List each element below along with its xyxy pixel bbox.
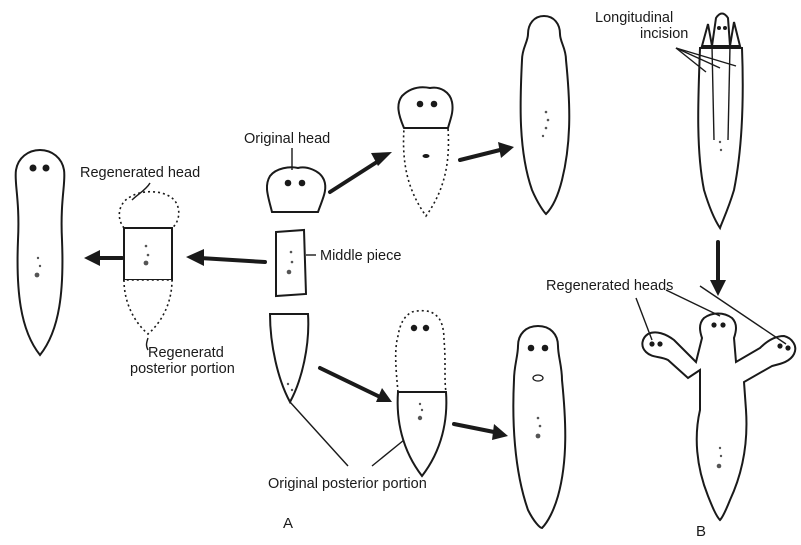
arrow-incision-to-regenerated xyxy=(710,242,726,296)
label-longitudinal-incision-1: Longitudinal xyxy=(595,10,673,26)
arrow-middle-piece-left xyxy=(186,249,265,266)
label-regenerated-posterior-2: posterior portion xyxy=(130,361,235,377)
label-middle-piece: Middle piece xyxy=(320,248,401,264)
original-posterior-piece xyxy=(270,314,308,402)
original-head-piece xyxy=(267,167,325,212)
middle-piece xyxy=(276,230,306,296)
whole-worm-bottom xyxy=(513,326,565,528)
label-longitudinal-incision-2: incision xyxy=(640,26,688,42)
arrow-to-bottom-worm xyxy=(454,424,508,440)
leader-lines xyxy=(132,48,786,466)
label-original-posterior: Original posterior portion xyxy=(268,476,427,492)
regenerating-middle-piece xyxy=(119,192,178,334)
label-regenerated-posterior-1: Regeneratd xyxy=(148,345,224,361)
arrow-head-to-regenerating xyxy=(330,152,392,192)
label-regenerated-head: Regenerated head xyxy=(80,165,200,181)
label-regenerated-heads: Regenerated heads xyxy=(546,278,673,294)
regenerated-whole-worm-left xyxy=(16,150,65,355)
incised-worm xyxy=(698,14,743,229)
regenerating-from-posterior xyxy=(396,311,447,476)
arrow-to-left-worm xyxy=(84,250,122,266)
regenerating-from-head xyxy=(398,87,452,216)
label-original-head: Original head xyxy=(244,131,330,147)
arrow-posterior-to-regenerating xyxy=(320,368,392,402)
panel-label-a: A xyxy=(283,515,293,532)
three-headed-worm xyxy=(642,314,795,521)
panel-label-b: B xyxy=(696,523,706,540)
whole-worm-top xyxy=(521,16,570,214)
arrow-to-top-worm xyxy=(460,142,514,160)
